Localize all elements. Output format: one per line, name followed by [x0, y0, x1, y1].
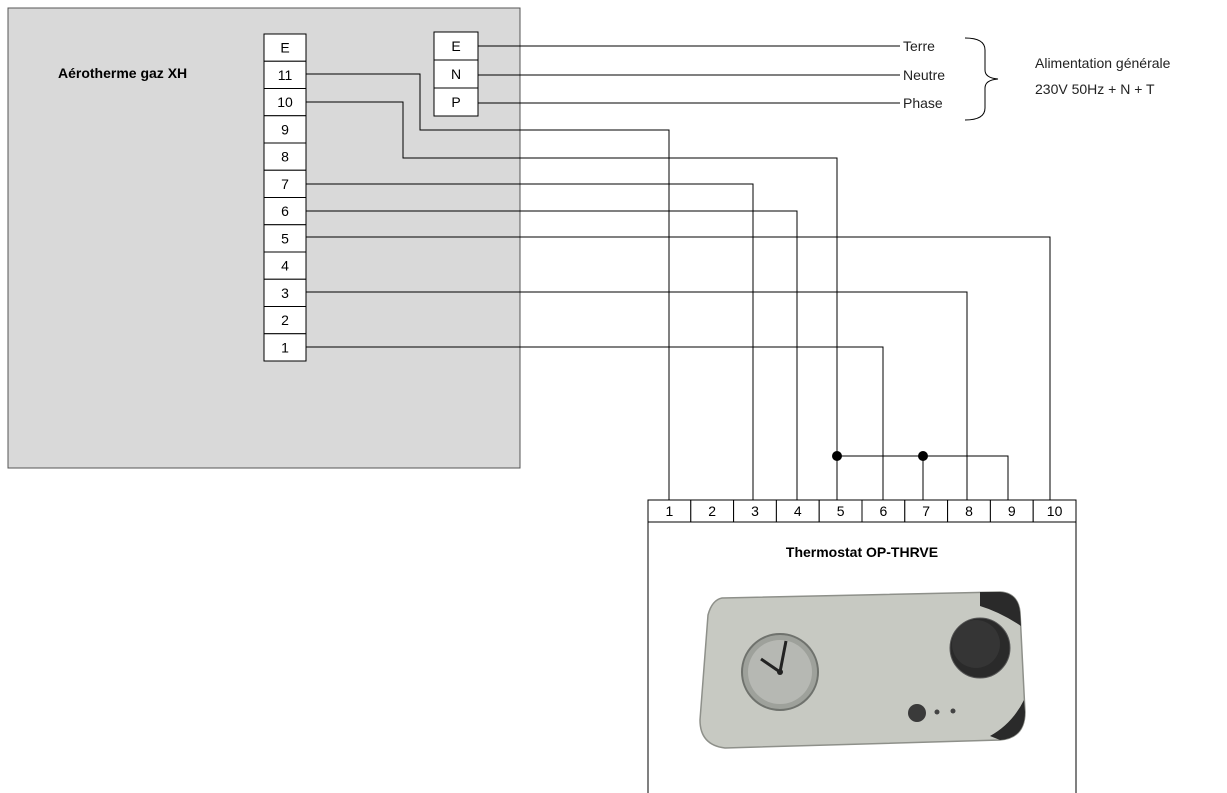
wire-h6-t4	[306, 210, 798, 500]
thermostat-terminal-label: 5	[837, 503, 845, 519]
thermostat-terminal-box	[1032, 499, 1077, 523]
supply-title-line1: Alimentation générale	[1035, 55, 1171, 71]
wire-h10-t5	[306, 101, 838, 500]
thermostat-terminal-label: 2	[708, 503, 716, 519]
heater-terminal-box	[263, 197, 307, 226]
knob-inner	[952, 620, 1000, 668]
supply-line-neutre: Neutre	[903, 67, 945, 83]
heater-terminal-label: 4	[281, 258, 289, 274]
junction-dot-7	[918, 451, 928, 461]
heater-terminal-label: 2	[281, 312, 289, 328]
clock-center	[777, 669, 783, 675]
heater-terminal-box	[263, 306, 307, 335]
heater-terminal-label: 5	[281, 230, 289, 246]
heater-terminal-box	[263, 278, 307, 307]
heater-title: Aérotherme gaz XH	[58, 65, 187, 81]
heater-terminal-label: 11	[278, 67, 293, 83]
thermostat-title: Thermostat OP-THRVE	[786, 544, 938, 560]
led-1-icon	[934, 709, 940, 715]
wire-h11-t1	[306, 73, 670, 500]
heater-terminal-label: 10	[277, 94, 293, 110]
thermostat-terminal-label: 10	[1047, 503, 1063, 519]
heater-terminal-label: 3	[281, 285, 289, 301]
thermostat-device-image	[699, 591, 1026, 749]
power-terminal-label: P	[451, 94, 460, 110]
supply-line-terre: Terre	[903, 38, 935, 54]
clock-hand-hour	[760, 657, 781, 674]
supply-line-phase: Phase	[903, 95, 943, 111]
heater-terminal-label: 7	[281, 176, 289, 192]
heater-terminal-label: 9	[281, 121, 289, 137]
heater-terminal-label: E	[280, 40, 289, 56]
thermostat-terminal-label: 1	[666, 503, 674, 519]
thermostat-terminal-label: 8	[965, 503, 973, 519]
wire-h1-t6	[306, 346, 884, 500]
heater-terminal-label: 6	[281, 203, 289, 219]
power-terminal-strip: ENP	[433, 31, 479, 117]
wire-bridge-5-9	[837, 455, 1009, 500]
wire-h3-t8	[306, 291, 968, 500]
power-terminal-box	[433, 87, 479, 117]
led-2-icon	[950, 708, 956, 714]
device-corner-bottom	[990, 700, 1025, 740]
thermostat-terminal-strip: 1 2 3 4 5 6 7 8 9 10	[647, 499, 1077, 523]
power-terminal-label: N	[451, 66, 461, 82]
clock-hand-minute	[778, 640, 788, 673]
thermostat-terminal-label: 3	[751, 503, 759, 519]
control-wires	[306, 73, 1051, 500]
wire-h7-t3	[306, 183, 754, 500]
thermostat-terminal-label: 4	[794, 503, 802, 519]
supply-title-line2: 230V 50Hz + N + T	[1035, 81, 1155, 97]
device-corner-top	[980, 592, 1021, 626]
heater-terminal-label: 8	[281, 149, 289, 165]
heater-terminal-box	[263, 251, 307, 280]
heater-terminal-box	[263, 142, 307, 171]
power-terminal-label: E	[451, 38, 460, 54]
supply-wires	[478, 45, 900, 104]
thermostat-terminal-label: 6	[880, 503, 888, 519]
supply-brace	[964, 37, 999, 121]
heater-terminal-strip: E 11 10 9 8 7 6 5 4 3 2 1	[263, 33, 307, 362]
power-terminal-box	[433, 31, 479, 61]
thermostat-terminal-label: 7	[922, 503, 930, 519]
wire-h5-t10	[306, 236, 1051, 500]
thermostat-terminal-label: 9	[1008, 503, 1016, 519]
heater-terminal-box	[263, 33, 307, 62]
heater-terminal-box	[263, 333, 307, 362]
junction-dot-5	[832, 451, 842, 461]
heater-terminal-label: 1	[281, 339, 289, 355]
push-button-icon	[908, 704, 926, 722]
